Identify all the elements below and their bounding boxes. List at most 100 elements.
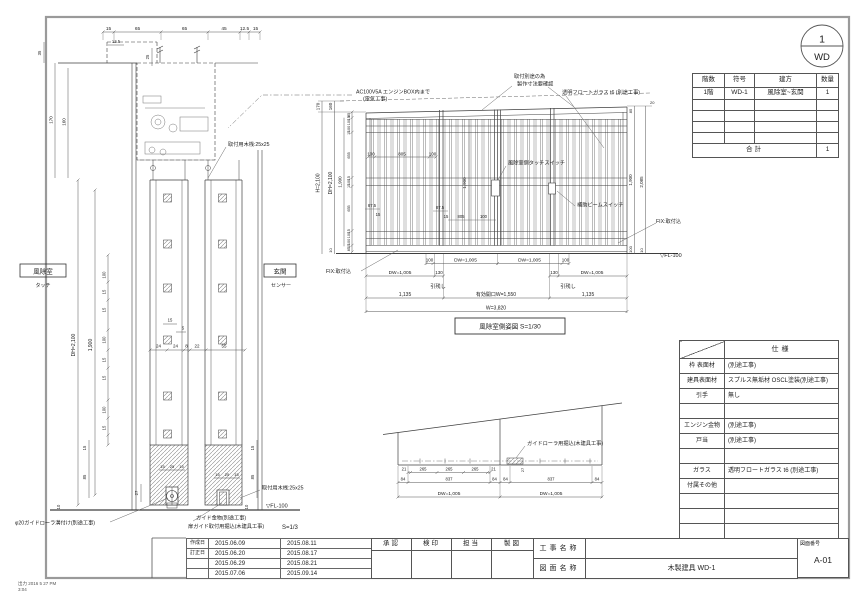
note-power-line1: AC100V5A エンジンBOX内まで xyxy=(356,88,430,96)
dim: 15 xyxy=(106,26,112,32)
elevation-dims xyxy=(227,85,657,314)
note-roller: φ20ガイドローラ溝付け(別途工事) xyxy=(15,519,95,527)
dim: 100 xyxy=(429,152,437,157)
dim: 12.5 xyxy=(240,26,250,32)
dim: 265 xyxy=(446,467,454,472)
spec-value xyxy=(724,508,839,524)
schedule-header-location: 建方 xyxy=(754,73,817,88)
dim: 10 xyxy=(639,248,644,253)
fl-label-section: ▽FL-100 xyxy=(266,504,288,510)
dim: DW=1,005 xyxy=(518,258,541,264)
dim: DW=1,005 xyxy=(389,270,412,276)
beam-switch xyxy=(548,182,556,195)
dim: 100 xyxy=(347,126,351,132)
spec-label xyxy=(679,403,725,419)
dim: 100 xyxy=(102,406,107,414)
dim: 45 xyxy=(221,26,227,32)
date-value: 2015.06.29 xyxy=(208,558,281,569)
plan-dims xyxy=(396,466,604,499)
revision-number: 1 xyxy=(819,34,825,46)
room-label-fujo: 風除室 xyxy=(33,267,53,276)
dim: 85 xyxy=(82,474,87,479)
dim: 130 xyxy=(550,270,558,275)
dim: 27 xyxy=(134,490,139,495)
dim: 100 xyxy=(562,258,570,263)
spec-value xyxy=(724,478,839,494)
dim: DW=1,005 xyxy=(454,258,477,264)
schedule-total-label: 合計 xyxy=(692,143,817,158)
dim: 15 xyxy=(179,464,184,469)
schedule-empty-cell xyxy=(692,110,725,122)
dim: 87.5 xyxy=(368,203,377,208)
note-glass: 透明フロートガラス t6 (別途工事) xyxy=(562,88,640,96)
note-fab-line1: 取付別途の為 xyxy=(514,72,545,80)
dim: 100 xyxy=(347,179,351,185)
touch-switch xyxy=(491,179,500,197)
dim: 65 xyxy=(182,26,188,32)
dim: 24 xyxy=(173,344,179,349)
project-name-value xyxy=(585,538,798,559)
spec-label xyxy=(679,448,725,464)
pull-remain-left: 引残し xyxy=(430,282,446,290)
spec-label: エンジン金物 xyxy=(679,418,725,434)
revision-code: WD xyxy=(814,52,830,63)
dim: 8 xyxy=(185,344,188,349)
dim: 15 xyxy=(102,425,107,430)
section-view xyxy=(50,41,300,511)
dim: 15 xyxy=(102,307,107,312)
title-name-block: 工事名称 図面名称 木製建具 WD-1 xyxy=(533,538,798,579)
dim: 84 xyxy=(595,477,600,482)
note-guide-hardware: ガイド金物(別途工事) xyxy=(196,514,246,522)
dim: 15 xyxy=(102,357,107,362)
note-batten-bottom: 取付用木桟:25x25 xyxy=(262,484,304,492)
dim: 170 xyxy=(316,102,321,110)
date-value: 2015.09.14 xyxy=(280,568,372,579)
room-sub-sensor: センサー xyxy=(271,283,291,289)
dim: 10 xyxy=(56,504,61,509)
spec-label: 引手 xyxy=(679,388,725,404)
door-engine-mechanism xyxy=(137,95,215,161)
spec-value xyxy=(724,493,839,509)
dim: 265 xyxy=(420,467,428,472)
plot-stamp-line2: 3:04 xyxy=(18,586,27,592)
note-power-line2: (電気工事) xyxy=(363,95,387,103)
dim: 100 xyxy=(347,239,351,245)
dates-table: 作成日 2015.06.09 2015.08.11 訂正日 2015.06.20… xyxy=(186,538,372,579)
schedule-empty-cell xyxy=(692,121,725,133)
spec-value: (別途工事) xyxy=(724,418,839,434)
dim: 15 xyxy=(347,116,351,120)
dim: 1,900 xyxy=(628,174,633,186)
dim: DW=1,005 xyxy=(438,491,461,497)
schedule-cell-qty: 1 xyxy=(816,87,839,100)
dim: 100 xyxy=(347,232,351,238)
dim: 1,900 xyxy=(462,177,467,189)
dim: 25 xyxy=(225,472,230,477)
approval-header-kenin: 検印 xyxy=(411,538,452,551)
spec-value: (別途工事) xyxy=(724,358,839,374)
dim: 15 xyxy=(347,229,351,233)
dim: 65 xyxy=(135,26,141,32)
approval-stamp-cell xyxy=(451,550,492,579)
spec-label xyxy=(679,523,725,539)
dim: 10 xyxy=(244,504,249,509)
dim: 160 xyxy=(62,118,67,126)
schedule-total-qty: 1 xyxy=(816,143,839,158)
schedule-header-mark: 符号 xyxy=(724,73,755,88)
approval-stamp-cell xyxy=(371,550,412,579)
project-name-label: 工事名称 xyxy=(533,538,586,559)
date-row-label: 作成日 xyxy=(186,538,209,549)
schedule-cell-location: 風除室~玄関 xyxy=(754,87,817,100)
dim: 15 xyxy=(234,472,239,477)
dim: 10 xyxy=(328,248,333,253)
dim: 655 xyxy=(347,152,351,158)
spec-header-title: 仕様 xyxy=(724,340,839,359)
dim: DW=1,005 xyxy=(540,491,563,497)
dim: 85 xyxy=(628,108,633,113)
dim: 655 xyxy=(347,205,351,211)
dim: 15 xyxy=(253,26,259,32)
spec-label xyxy=(679,508,725,524)
dim: 15 xyxy=(168,318,173,323)
section-dims xyxy=(43,30,262,523)
dim: 20 xyxy=(650,100,655,105)
